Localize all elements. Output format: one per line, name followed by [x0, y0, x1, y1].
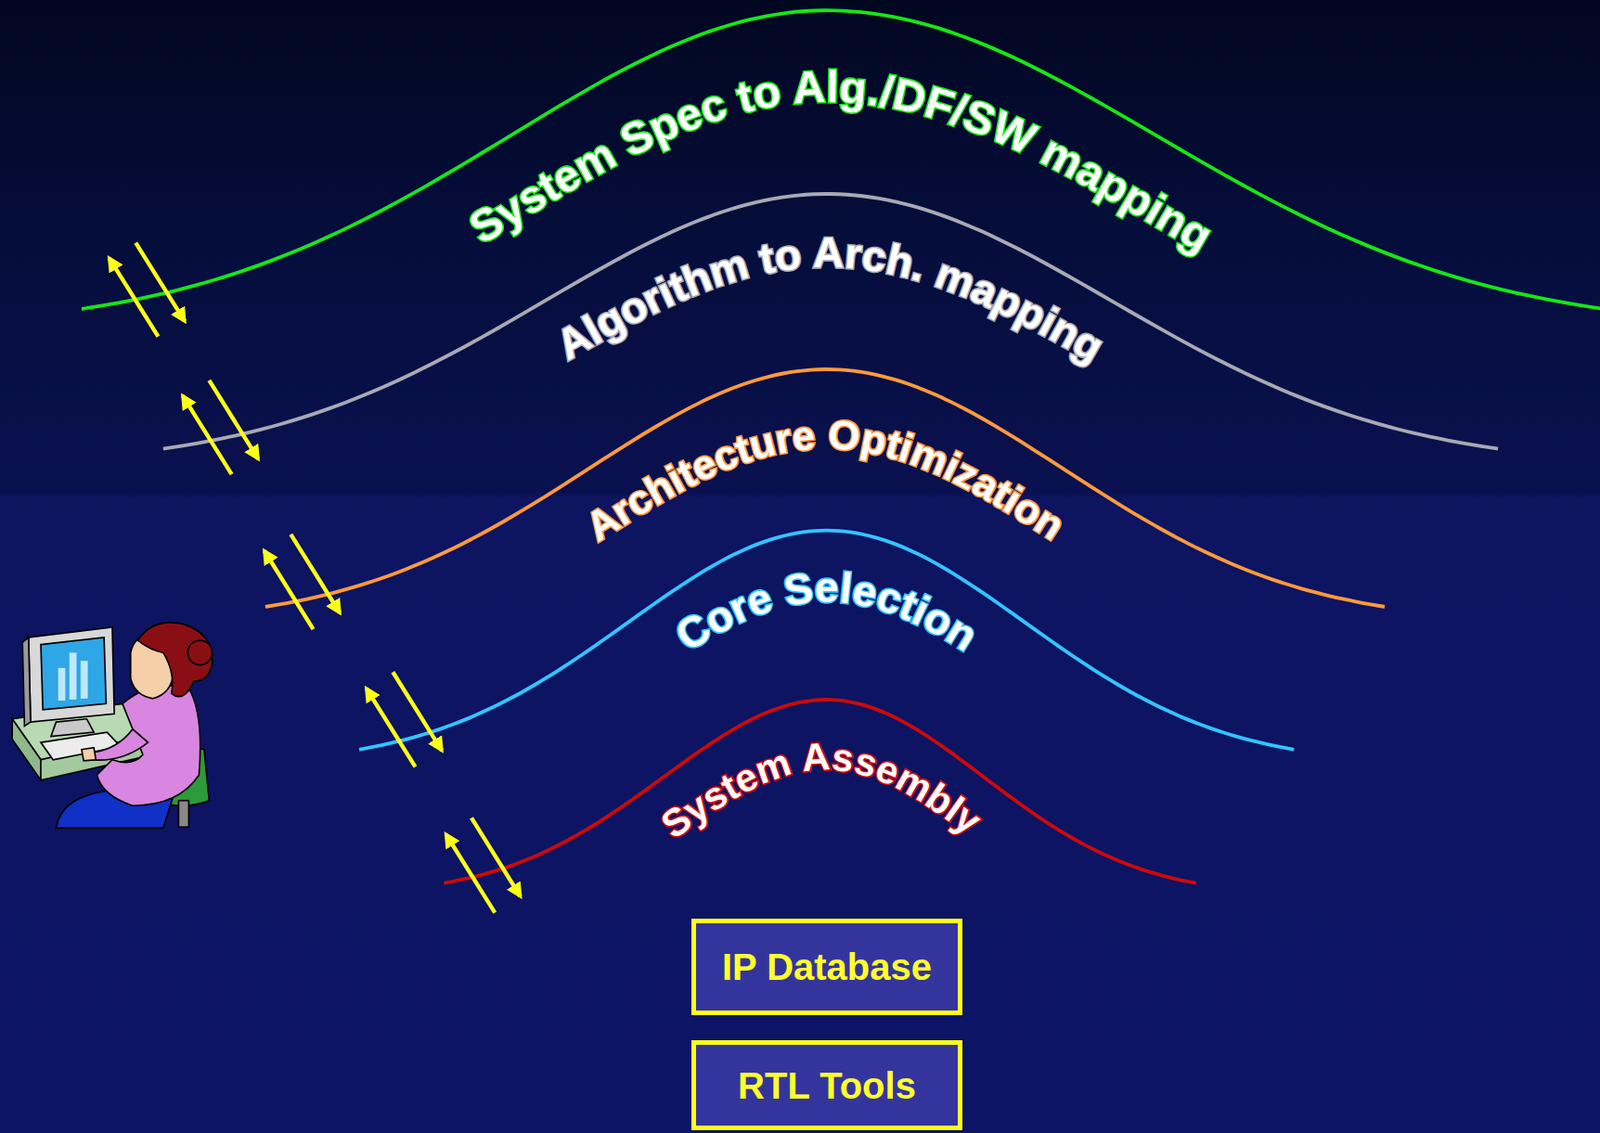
stage-label-group: System Assembly	[653, 734, 991, 847]
designer-illustration	[12, 622, 213, 829]
tool-box: IP Database	[691, 918, 963, 1016]
stage-label-group: Core Selection	[667, 563, 987, 661]
stage-label: Core Selection	[667, 563, 987, 661]
down-arrow	[208, 380, 259, 460]
flow-curves: System Spec to Alg./DF/SW mappingAlgorit…	[81, 10, 1600, 884]
flow-curve	[443, 699, 1196, 884]
tool-box: RTL Tools	[691, 1040, 963, 1131]
down-arrow	[392, 671, 442, 751]
flow-curve	[163, 193, 1498, 450]
down-arrow	[471, 817, 521, 897]
stage-label-group: Architecture Optimization	[577, 411, 1073, 550]
box-label: IP Database	[722, 946, 932, 988]
down-arrow	[290, 534, 340, 614]
stage-label-group: Algorithm to Arch. mapping	[548, 228, 1113, 372]
box-label: RTL Tools	[737, 1065, 917, 1107]
up-arrow	[264, 550, 314, 630]
feedback-arrows	[109, 243, 521, 914]
stage-label: Algorithm to Arch. mapping	[548, 228, 1113, 372]
stage-label: Architecture Optimization	[577, 411, 1073, 550]
down-arrow	[135, 243, 185, 323]
up-arrow	[366, 688, 416, 768]
stage-label: System Assembly	[653, 734, 991, 847]
flow-curve	[359, 530, 1294, 750]
